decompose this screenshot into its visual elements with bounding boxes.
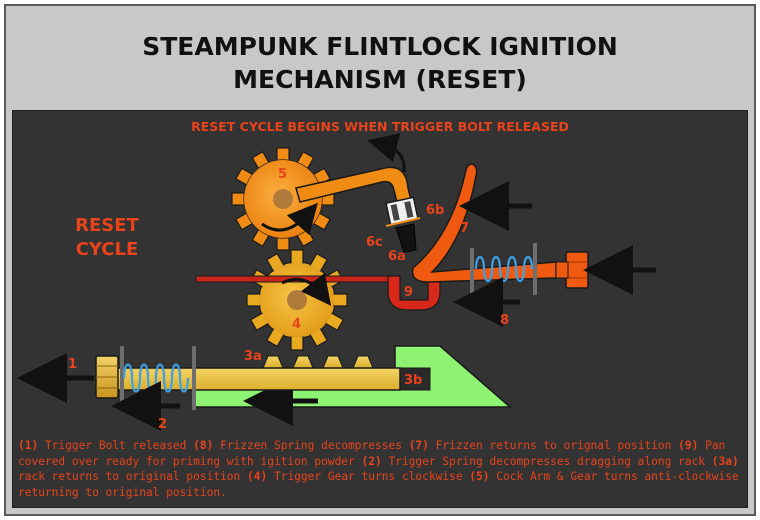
diagram-title: STEAMPUNK FLINTLOCK IGNITION MECHANISM (… — [0, 30, 760, 96]
caption-text-3a: rack returns to original position — [18, 470, 248, 483]
caption-num-2: (2) — [361, 454, 382, 468]
title-line-2: MECHANISM (RESET) — [233, 65, 527, 94]
label-5: 5 — [278, 167, 287, 182]
trigger-gear — [246, 249, 348, 351]
label-6c: 6c — [366, 235, 383, 250]
caption-text-1: Trigger Bolt released — [38, 439, 194, 452]
caption-text-8: Frizzen Spring decompresses — [213, 439, 409, 452]
caption-num-8: (8) — [193, 439, 214, 452]
caption-text-2: Trigger Spring decompresses dragging alo… — [381, 454, 712, 468]
cock-gear — [231, 147, 335, 251]
label-7: 7 — [460, 221, 469, 236]
caption-num-9: (9) — [678, 439, 699, 452]
label-9: 9 — [404, 285, 413, 300]
label-3a: 3a — [244, 349, 262, 364]
label-2: 2 — [158, 417, 167, 432]
cock-arm-return-arrow — [367, 133, 406, 173]
caption-text-4: Trigger Gear turns clockwise — [267, 470, 470, 483]
label-6b: 6b — [426, 203, 444, 218]
trigger-gear-rotation-arrow — [281, 272, 332, 306]
label-6a: 6a — [388, 249, 406, 264]
caption-num-1: (1) — [18, 439, 39, 452]
caption-num-5: (5) — [469, 470, 490, 483]
trigger-bolt — [95, 355, 119, 399]
label-1: 1 — [68, 357, 77, 372]
caption-num-4: (4) — [247, 470, 268, 483]
subtitle: RESET CYCLE BEGINS WHEN TRIGGER BOLT REL… — [191, 119, 569, 134]
reset-cycle-label-1: RESET — [75, 215, 139, 236]
label-3b: 3b — [404, 373, 422, 388]
label-8: 8 — [500, 313, 509, 328]
cock-gear-rotation-arrow — [261, 202, 318, 236]
caption: (1) Trigger Bolt released (8) Frizzen Sp… — [18, 438, 743, 500]
label-4: 4 — [292, 317, 301, 332]
title-line-1: STEAMPUNK FLINTLOCK IGNITION — [142, 32, 618, 61]
caption-num-3a: (3a) — [711, 454, 739, 468]
reset-cycle-label-2: CYCLE — [76, 239, 139, 260]
caption-text-7: Frizzen returns to orignal position — [428, 439, 679, 452]
caption-text-5: Cock Arm & Gear turns anti-clockwise ret… — [18, 470, 739, 499]
caption-num-7: (7) — [408, 439, 429, 452]
flint-clamp — [385, 196, 421, 253]
caption-text-9: Pan covered over ready for priming with … — [18, 439, 726, 468]
